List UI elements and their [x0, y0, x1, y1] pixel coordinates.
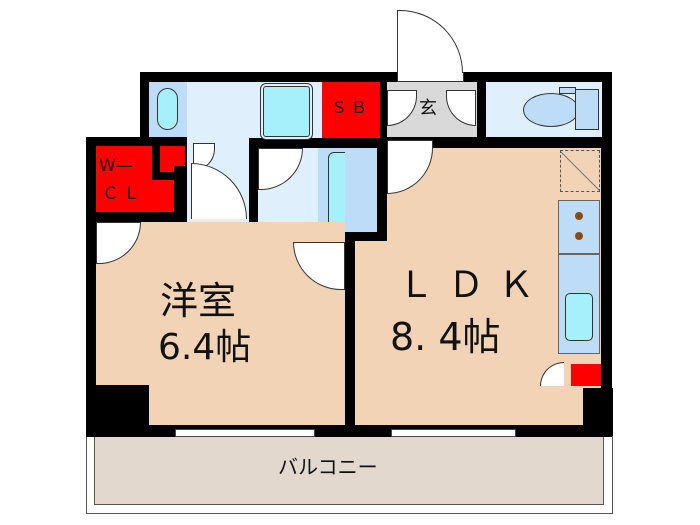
- pantry: [571, 364, 601, 386]
- closet-notch: [152, 146, 160, 179]
- western-room-entry-cutout: [249, 222, 345, 242]
- washbasin: [263, 86, 310, 137]
- toilet-tank: [575, 89, 599, 130]
- ldk-label: ＬＤＫ: [398, 265, 549, 306]
- walk-in-closet-inner: [159, 146, 185, 166]
- western-room-window[interactable]: [175, 429, 315, 437]
- toilet-tank-lid: [559, 87, 576, 94]
- balcony-label: バルコニー: [278, 455, 378, 479]
- balcony-floor: [94, 436, 604, 505]
- kitchen-sink: [565, 293, 593, 341]
- toilet-bowl: [523, 93, 579, 127]
- western-room-size: 6.4帖: [158, 327, 252, 368]
- closet-notch2: [152, 172, 186, 180]
- ldk-bathtub-edge: [345, 148, 377, 232]
- western-room-label: 洋室: [160, 279, 237, 323]
- stove: [558, 200, 600, 254]
- ldk-right-pillar: [583, 388, 613, 436]
- walk-in-closet-label-2: ＣＬ: [102, 184, 144, 204]
- entrance-label: 玄: [419, 98, 437, 119]
- ldk-size: 8. 4帖: [390, 315, 501, 359]
- refrigerator-space: [560, 150, 600, 192]
- ldk-window[interactable]: [391, 429, 516, 437]
- shoe-box-label: ＳＢ: [331, 98, 372, 117]
- burner-1: [575, 212, 583, 220]
- western-room-pillar: [86, 385, 149, 435]
- toilet-fixture-oval: [157, 88, 178, 130]
- entrance-door-frame[interactable]: [397, 72, 464, 82]
- shoe-box: [322, 82, 380, 138]
- burner-2: [575, 232, 583, 240]
- entrance-door-swing[interactable]: [397, 10, 463, 73]
- walk-in-closet-label-1: W—: [99, 156, 133, 176]
